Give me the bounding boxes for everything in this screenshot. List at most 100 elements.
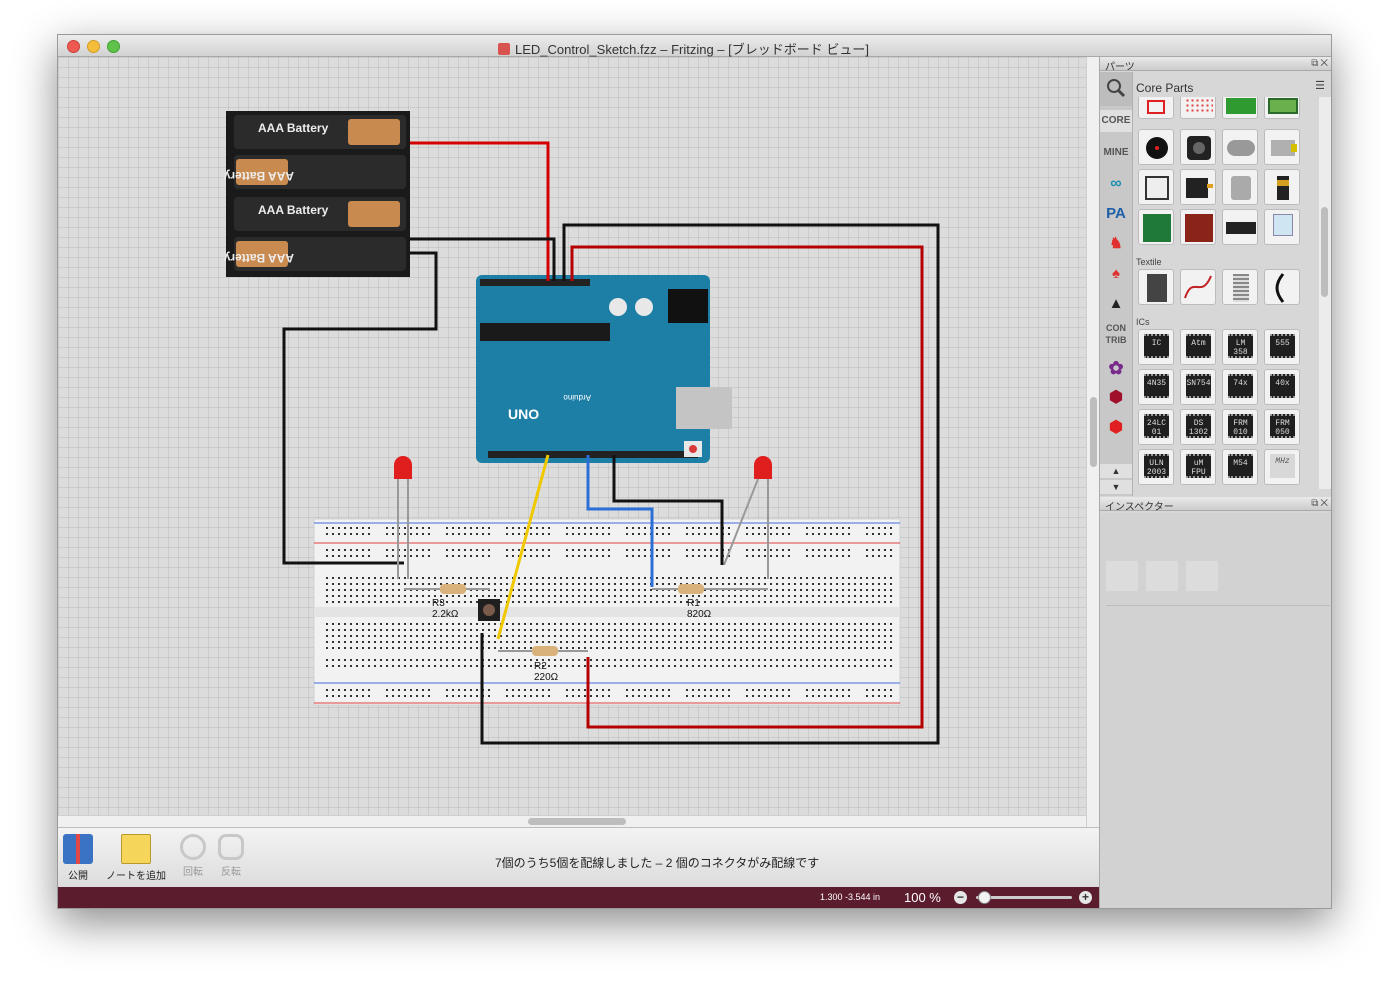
part-m54[interactable]: M54 xyxy=(1222,449,1258,485)
parts-search-tab[interactable] xyxy=(1100,72,1132,106)
part-ic[interactable]: IC xyxy=(1138,329,1174,365)
part-textile-wire[interactable] xyxy=(1264,269,1300,305)
bin-tab-sparkfun-icon[interactable]: ▲ xyxy=(1108,295,1124,312)
bin-tab-hex-dark-icon[interactable]: ⬢ xyxy=(1109,389,1123,406)
battery-1-label: AAA Battery xyxy=(258,121,329,135)
wire-red-5v[interactable] xyxy=(570,245,924,729)
bin-tab-seeed-icon[interactable]: ♠ xyxy=(1112,265,1120,282)
part-4n35[interactable]: 4N35 xyxy=(1138,369,1174,405)
wire-yellow[interactable] xyxy=(496,454,550,640)
breadboard[interactable] xyxy=(313,518,901,706)
bin-scroll-up-icon[interactable]: ▲ xyxy=(1100,464,1132,478)
zoom-slider[interactable] xyxy=(976,896,1072,899)
wire-blue[interactable] xyxy=(586,455,654,587)
bin-tab-pa-icon[interactable]: PA xyxy=(1106,205,1126,222)
wire-red-battery[interactable] xyxy=(410,141,550,281)
part-ds1302[interactable]: DS 1302 xyxy=(1180,409,1216,445)
parts-panel-controls[interactable]: ⧉✕ xyxy=(1311,58,1330,69)
arduino-uno[interactable]: UNO Arduino xyxy=(476,275,732,463)
wire-black-left[interactable] xyxy=(282,251,438,565)
routing-status-message: 7個のうち5個を配線しました – 2 個のコネクタがみ配線です xyxy=(495,856,820,870)
part-seven-segment[interactable] xyxy=(1138,97,1174,119)
bin-tab-contrib[interactable]: CON TRIB xyxy=(1105,323,1127,345)
led-left[interactable] xyxy=(394,456,412,579)
bin-tab-mine[interactable]: MINE xyxy=(1103,147,1129,158)
part-stepper-driver[interactable] xyxy=(1138,169,1174,205)
part-sn754[interactable]: SN754 xyxy=(1180,369,1216,405)
part-lcd-green[interactable] xyxy=(1222,97,1258,119)
part-textile-patch[interactable] xyxy=(1138,269,1174,305)
inspector-divider xyxy=(1106,605,1330,606)
part-servo[interactable] xyxy=(1180,169,1216,205)
part-lcd-display[interactable] xyxy=(1264,97,1300,119)
resistor-r1[interactable]: R1 820Ω xyxy=(652,584,768,620)
share-button[interactable]: 公開 xyxy=(62,834,94,882)
parts-scrollbar[interactable] xyxy=(1319,97,1331,489)
canvas-vertical-scroll-thumb[interactable] xyxy=(1090,397,1097,467)
part-555[interactable]: 555 xyxy=(1264,329,1300,365)
part-green-board[interactable] xyxy=(1138,209,1174,245)
part-74x[interactable]: 74x xyxy=(1222,369,1258,405)
zoom-window-button[interactable] xyxy=(107,40,120,53)
bin-tab-arduino-icon[interactable]: ∞ xyxy=(1110,175,1122,192)
canvas-horizontal-scroll-thumb[interactable] xyxy=(528,818,626,825)
part-speaker[interactable] xyxy=(1180,129,1216,165)
bin-tab-fritzing-icon[interactable]: ♞ xyxy=(1109,235,1123,252)
push-button[interactable] xyxy=(478,599,500,621)
resistor-r3[interactable]: R3 2.2kΩ xyxy=(404,584,490,620)
part-40x-label: 40x xyxy=(1270,374,1295,398)
part-textile-thread[interactable] xyxy=(1180,269,1216,305)
wire-black-battery[interactable] xyxy=(410,237,556,281)
part-24lc01[interactable]: 24LC 01 xyxy=(1138,409,1174,445)
breadboard-canvas[interactable]: AAA Battery AAA Battery AAA Battery AAA … xyxy=(58,57,1086,815)
part-textile-ribbon[interactable] xyxy=(1222,269,1258,305)
canvas-vertical-scrollbar[interactable] xyxy=(1086,57,1100,827)
parts-scroll-thumb[interactable] xyxy=(1321,207,1328,297)
part-um-fpu[interactable]: uM FPU xyxy=(1180,449,1216,485)
minimize-window-button[interactable] xyxy=(87,40,100,53)
flip-button[interactable]: 反転 xyxy=(214,834,248,878)
part-glass-sensor[interactable] xyxy=(1264,209,1300,245)
resistor-r2-name: R2 xyxy=(534,661,547,672)
close-window-button[interactable] xyxy=(67,40,80,53)
bin-tab-core[interactable]: CORE xyxy=(1100,110,1132,132)
part-red-board[interactable] xyxy=(1180,209,1216,245)
part-led-matrix[interactable] xyxy=(1180,97,1216,119)
part-motor[interactable] xyxy=(1222,129,1258,165)
part-crystal[interactable]: MHz xyxy=(1264,449,1300,485)
part-battery-cell[interactable] xyxy=(1264,169,1300,205)
part-4n35-label: 4N35 xyxy=(1144,374,1169,398)
resistor-r2[interactable]: R2 220Ω xyxy=(498,646,588,683)
battery-4[interactable]: AAA Battery xyxy=(223,237,406,271)
canvas-horizontal-scrollbar[interactable] xyxy=(58,815,1086,828)
zoom-slider-knob[interactable] xyxy=(978,891,991,904)
part-atmega[interactable]: Atm xyxy=(1180,329,1216,365)
part-dc-motor[interactable] xyxy=(1264,129,1300,165)
part-solenoid[interactable] xyxy=(1222,169,1258,205)
part-lm358[interactable]: LM 358 xyxy=(1222,329,1258,365)
part-frm050[interactable]: FRM 050 xyxy=(1264,409,1300,445)
battery-pack[interactable]: AAA Battery AAA Battery AAA Battery AAA … xyxy=(223,111,410,277)
zoom-in-button[interactable]: + xyxy=(1079,891,1092,904)
battery-3[interactable]: AAA Battery xyxy=(234,197,406,231)
zoom-out-button[interactable]: − xyxy=(954,891,967,904)
bin-tab-flower-icon[interactable]: ✿ xyxy=(1108,358,1124,378)
inspector-panel-controls[interactable]: ⧉✕ xyxy=(1311,498,1330,509)
bin-menu-icon[interactable]: ☰ xyxy=(1315,80,1325,92)
bin-scroll-down-icon[interactable]: ▼ xyxy=(1100,480,1132,494)
wire-black-right[interactable] xyxy=(480,223,940,745)
part-uln2003[interactable]: ULN 2003 xyxy=(1138,449,1174,485)
part-black-module[interactable] xyxy=(1222,209,1258,245)
wire-black-pin[interactable] xyxy=(612,455,724,565)
add-note-button[interactable]: ノートを追加 xyxy=(102,834,170,882)
battery-1[interactable]: AAA Battery xyxy=(234,115,406,149)
bin-tab-hex-red-icon[interactable]: ⬢ xyxy=(1109,419,1123,436)
battery-2[interactable]: AAA Battery xyxy=(223,155,406,189)
rotate-button[interactable]: 回転 xyxy=(176,834,210,878)
part-piezo[interactable] xyxy=(1138,129,1174,165)
gift-icon xyxy=(63,834,93,864)
part-frm010[interactable]: FRM 010 xyxy=(1222,409,1258,445)
wires[interactable] xyxy=(282,141,940,745)
part-40x[interactable]: 40x xyxy=(1264,369,1300,405)
led-right[interactable] xyxy=(723,456,772,579)
